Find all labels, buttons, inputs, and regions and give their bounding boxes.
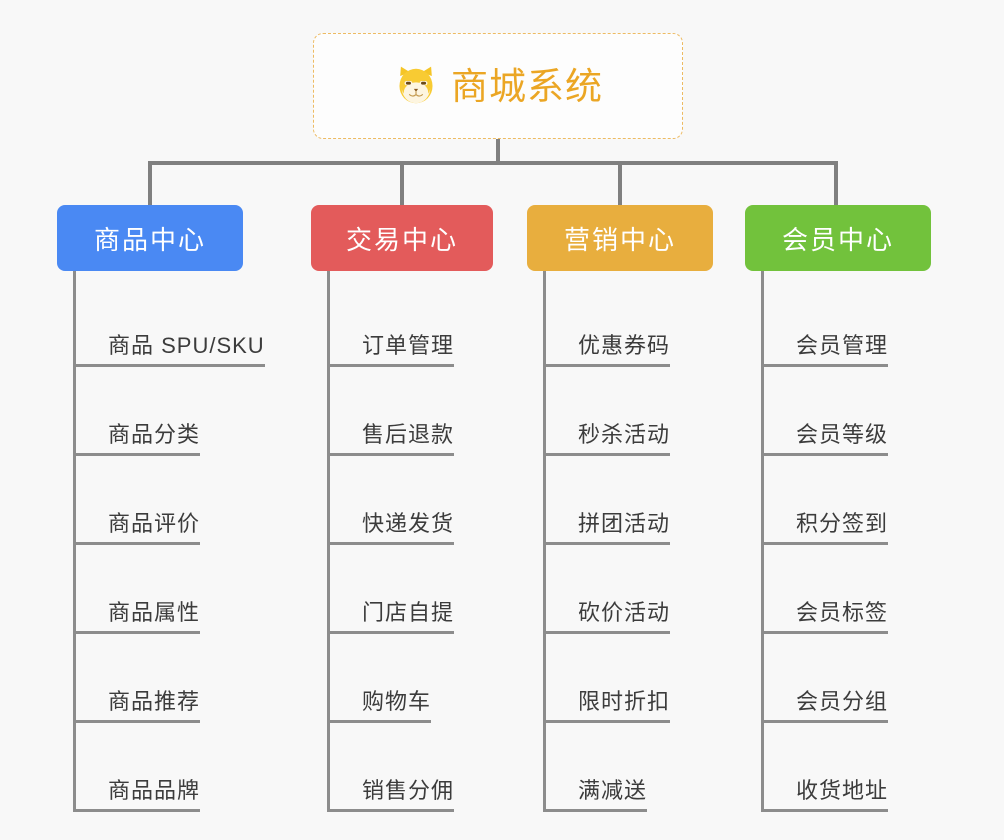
leaf-connector [764,631,796,634]
connector-drop-4 [834,161,838,207]
leaf-connector [764,720,796,723]
category-label: 交易中心 [345,224,458,255]
category-box-member[interactable]: 会员中心 [745,205,931,271]
branch-column-trade: 交易中心 订单管理 售后退款 快递发货 门店自提 购物车 [311,205,493,812]
list-item[interactable]: 收货地址 [764,723,931,812]
leaf-label: 快递发货 [362,511,455,545]
leaf-connector [764,542,796,545]
list-item[interactable]: 秒杀活动 [546,367,713,456]
leaf-label: 商品 SPU/SKU [108,333,265,367]
branch-column-member: 会员中心 会员管理 会员等级 积分签到 会员标签 会员分组 [745,205,931,812]
leaf-label: 订单管理 [362,333,455,367]
list-item[interactable]: 商品 SPU/SKU [76,278,265,367]
leaf-connector [546,631,578,634]
leaf-label: 购物车 [362,689,432,723]
leaf-connector [330,720,362,723]
leaf-connector [764,364,796,367]
list-item[interactable]: 快递发货 [330,456,493,545]
list-item[interactable]: 会员管理 [764,278,931,367]
leaf-label: 售后退款 [362,422,455,456]
list-item[interactable]: 商品品牌 [76,723,243,812]
list-item[interactable]: 门店自提 [330,545,493,634]
leaf-connector [76,809,108,812]
leaf-label: 销售分佣 [362,778,455,812]
leaf-connector [546,542,578,545]
root-node[interactable]: 商城系统 [313,33,683,139]
leaf-label: 砍价活动 [578,600,671,634]
leaf-label: 秒杀活动 [578,422,671,456]
list-item[interactable]: 销售分佣 [330,723,493,812]
leaf-label: 商品分类 [108,422,201,456]
leaf-label: 商品推荐 [108,689,201,723]
leaf-connector [330,364,362,367]
connector-root-drop [496,139,500,165]
root-title: 商城系统 [451,65,603,107]
leaf-label: 会员管理 [796,333,889,367]
leaf-connector [330,453,362,456]
list-item[interactable]: 限时折扣 [546,634,713,723]
leaf-connector [330,809,362,812]
list-item[interactable]: 商品分类 [76,367,243,456]
leaf-connector [330,631,362,634]
list-item[interactable]: 拼团活动 [546,456,713,545]
leaf-connector [76,453,108,456]
leaf-connector [76,631,108,634]
category-label: 会员中心 [781,224,894,255]
leaf-label: 积分签到 [796,511,889,545]
list-item[interactable]: 积分签到 [764,456,931,545]
leaf-label: 会员分组 [796,689,889,723]
branch-column-product: 商品中心 商品 SPU/SKU 商品分类 商品评价 商品属性 商品推荐 [57,205,265,812]
leaf-connector [546,364,578,367]
list-item[interactable]: 商品推荐 [76,634,243,723]
list-item[interactable]: 商品评价 [76,456,243,545]
leaf-connector [330,542,362,545]
leaf-connector [76,720,108,723]
category-box-product[interactable]: 商品中心 [57,205,243,271]
list-item[interactable]: 售后退款 [330,367,493,456]
connector-drop-2 [400,161,404,207]
leaf-connector [764,809,796,812]
leaf-label: 商品属性 [108,600,201,634]
leaf-connector [76,542,108,545]
leaf-label: 会员等级 [796,422,889,456]
leaf-label: 门店自提 [362,600,455,634]
leaf-connector [546,809,578,812]
leaf-list-marketing: 优惠券码 秒杀活动 拼团活动 砍价活动 限时折扣 满减送 [543,271,713,812]
leaf-label: 会员标签 [796,600,889,634]
leaf-label: 满减送 [578,778,648,812]
connector-horizontal-bus [148,161,838,165]
leaf-list-member: 会员管理 会员等级 积分签到 会员标签 会员分组 收货地址 [761,271,931,812]
leaf-label: 收货地址 [796,778,889,812]
shiba-dog-face-icon [399,66,433,104]
list-item[interactable]: 砍价活动 [546,545,713,634]
category-box-marketing[interactable]: 营销中心 [527,205,713,271]
category-label: 商品中心 [93,224,206,255]
leaf-connector [764,453,796,456]
leaf-label: 拼团活动 [578,511,671,545]
list-item[interactable]: 满减送 [546,723,713,812]
list-item[interactable]: 订单管理 [330,278,493,367]
leaf-label: 限时折扣 [578,689,671,723]
leaf-list-product: 商品 SPU/SKU 商品分类 商品评价 商品属性 商品推荐 商品品牌 [73,271,265,812]
leaf-label: 优惠券码 [578,333,671,367]
branch-column-marketing: 营销中心 优惠券码 秒杀活动 拼团活动 砍价活动 限时折扣 [527,205,713,812]
leaf-label: 商品品牌 [108,778,201,812]
list-item[interactable]: 会员等级 [764,367,931,456]
category-box-trade[interactable]: 交易中心 [311,205,493,271]
leaf-connector [546,453,578,456]
list-item[interactable]: 优惠券码 [546,278,713,367]
list-item[interactable]: 会员标签 [764,545,931,634]
leaf-list-trade: 订单管理 售后退款 快递发货 门店自提 购物车 销售分佣 [327,271,493,812]
list-item[interactable]: 购物车 [330,634,493,723]
leaf-connector [546,720,578,723]
category-label: 营销中心 [563,224,676,255]
list-item[interactable]: 会员分组 [764,634,931,723]
leaf-connector [76,364,108,367]
list-item[interactable]: 商品属性 [76,545,243,634]
leaf-label: 商品评价 [108,511,201,545]
connector-drop-1 [148,161,152,207]
connector-drop-3 [618,161,622,207]
